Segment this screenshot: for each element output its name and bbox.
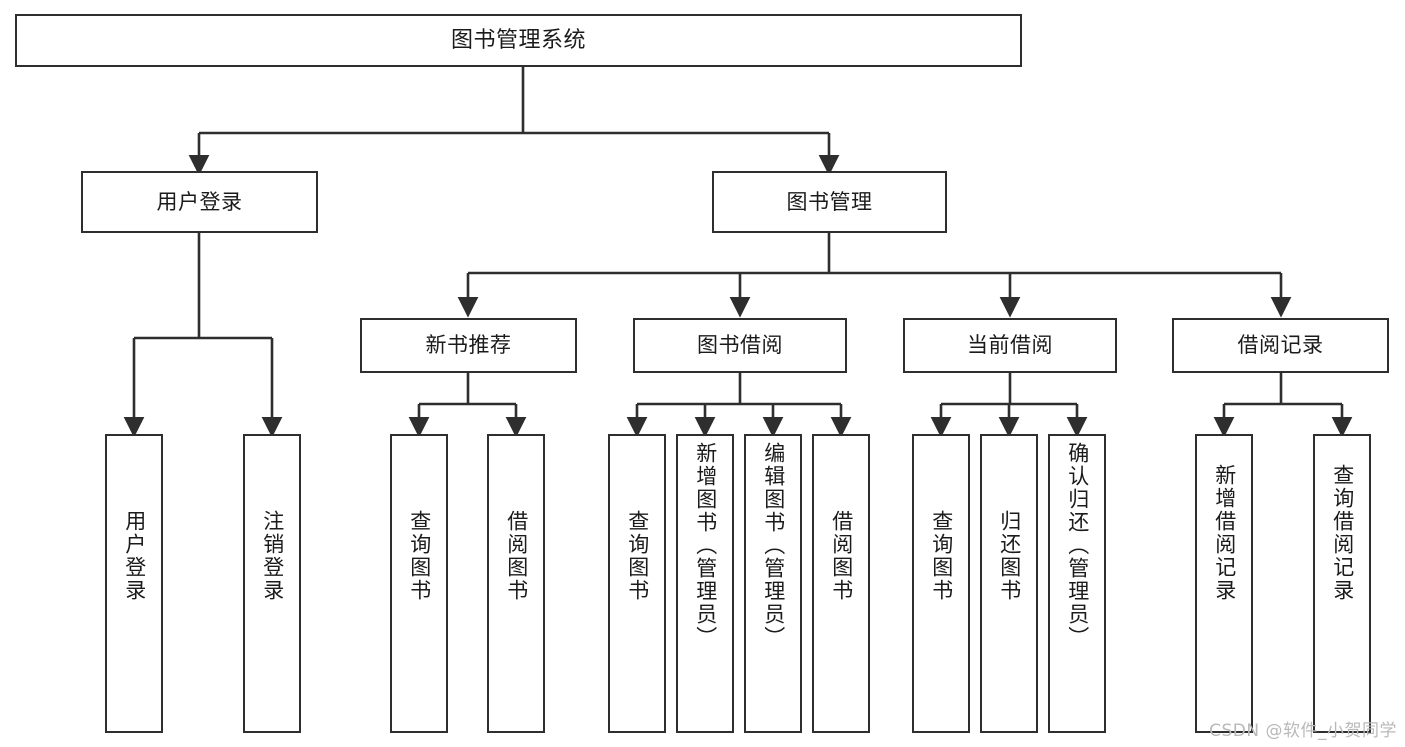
node-label: 图书管理 [786,189,873,214]
leaf-borrow-book-1[interactable]: 借阅图书 [487,434,545,733]
node-label: 借阅记录 [1237,333,1324,358]
node-label: 归还图书 [997,510,1022,602]
node-label: 用户登录 [156,189,243,214]
node-label: 新增借阅记录 [1212,464,1237,602]
node-label: 用户登录 [122,510,147,602]
leaf-query-book-2[interactable]: 查询图书 [608,434,666,733]
leaf-query-record[interactable]: 查询借阅记录 [1313,434,1371,733]
leaf-logout-login[interactable]: 注销登录 [243,434,301,733]
node-book-manage[interactable]: 图书管理 [712,171,947,233]
watermark-text: CSDN @软件_小贺同学 [1209,721,1397,741]
node-label: 新书推荐 [425,333,512,358]
node-current-borrow[interactable]: 当前借阅 [903,318,1117,373]
node-borrow-record[interactable]: 借阅记录 [1172,318,1389,373]
leaf-user-login[interactable]: 用户登录 [105,434,163,733]
node-user-login[interactable]: 用户登录 [81,171,318,233]
node-label: 查询图书 [929,510,954,602]
leaf-confirm-return[interactable]: 确认归还（管理员） [1048,434,1106,733]
leaf-edit-book[interactable]: 编辑图书（管理员） [744,434,802,733]
node-label: 新增图书（管理员） [693,442,718,649]
node-label: 当前借阅 [967,333,1053,358]
node-label: 编辑图书（管理员） [761,442,786,649]
leaf-add-book[interactable]: 新增图书（管理员） [676,434,734,733]
leaf-return-book[interactable]: 归还图书 [980,434,1038,733]
node-label: 查询借阅记录 [1330,464,1355,602]
node-label: 借阅图书 [504,510,529,602]
node-label: 查询图书 [625,510,650,602]
node-label: 注销登录 [260,510,285,602]
node-root-system[interactable]: 图书管理系统 [15,14,1022,67]
leaf-borrow-book-2[interactable]: 借阅图书 [812,434,870,733]
node-book-borrow[interactable]: 图书借阅 [633,318,847,373]
leaf-query-book-1[interactable]: 查询图书 [390,434,448,733]
leaf-add-record[interactable]: 新增借阅记录 [1195,434,1253,733]
node-label: 借阅图书 [829,510,854,602]
node-label: 图书管理系统 [450,27,586,53]
leaf-query-book-3[interactable]: 查询图书 [912,434,970,733]
node-label: 确认归还（管理员） [1065,442,1090,649]
node-new-book-recommend[interactable]: 新书推荐 [360,318,577,373]
node-label: 图书借阅 [697,333,783,358]
node-label: 查询图书 [407,510,432,602]
